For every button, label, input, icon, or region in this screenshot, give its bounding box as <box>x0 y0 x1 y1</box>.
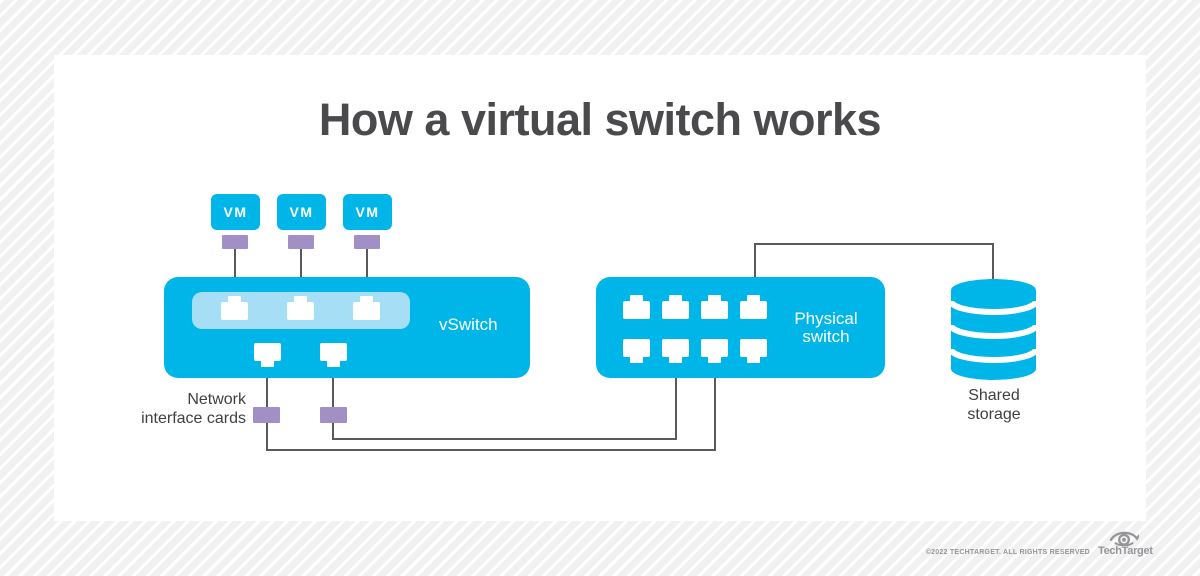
port-down-icon <box>740 339 767 363</box>
techtarget-logo: TechTarget <box>1098 529 1153 557</box>
port-up-icon <box>662 295 689 319</box>
port-up-icon <box>287 296 314 320</box>
port-down-icon <box>701 339 728 363</box>
shared-storage-icon <box>951 279 1036 380</box>
wire-vswitch-to-nic1 <box>266 378 268 407</box>
footer-copyright: ©2022 TECHTARGET. ALL RIGHTS RESERVED <box>925 549 1090 556</box>
vswitch-label: vSwitch <box>439 315 498 334</box>
storage-label-line2: storage <box>967 406 1021 423</box>
wire-pswitch-riser-left <box>675 378 677 440</box>
physical-switch-label: Physical switch <box>794 310 857 346</box>
techtarget-eye-icon <box>1109 531 1139 546</box>
nic-label: Network interface cards <box>116 390 246 428</box>
port-up-icon <box>221 296 248 320</box>
nic-card <box>253 407 280 423</box>
wire-to-storage-horizontal <box>754 243 994 245</box>
physical-switch-label-line2: switch <box>802 327 850 346</box>
vm-vnic-connector <box>288 235 314 249</box>
vm-vnic-connector <box>354 235 380 249</box>
physical-switch-box <box>596 277 885 378</box>
vm-box: VM <box>343 194 392 230</box>
vm-label: VM <box>223 204 248 220</box>
storage-label-line1: Shared <box>968 387 1020 404</box>
port-up-icon <box>623 295 650 319</box>
wire-vm2-to-vswitch <box>300 249 302 277</box>
nic-card <box>320 407 347 423</box>
port-down-icon <box>662 339 689 363</box>
wire-pswitch-up <box>754 243 756 277</box>
storage-label: Shared storage <box>967 386 1020 424</box>
vm-box: VM <box>277 194 326 230</box>
wire-pswitch-riser-right <box>714 378 716 451</box>
vm-label: VM <box>289 204 314 220</box>
port-up-icon <box>353 296 380 320</box>
vm-label: VM <box>355 204 380 220</box>
wire-nic1-horizontal <box>266 449 716 451</box>
port-down-icon <box>623 339 650 363</box>
wire-vswitch-to-nic2 <box>332 378 334 407</box>
vm-vnic-connector <box>222 235 248 249</box>
wire-storage-drop <box>992 243 994 280</box>
port-down-icon <box>320 343 347 367</box>
wire-vm1-to-vswitch <box>234 249 236 277</box>
techtarget-wordmark: TechTarget <box>1098 545 1153 557</box>
wire-nic2-horizontal <box>332 438 677 440</box>
vm-box: VM <box>211 194 260 230</box>
wire-nic2-drop <box>332 423 334 440</box>
port-up-icon <box>701 295 728 319</box>
port-up-icon <box>740 295 767 319</box>
physical-switch-label-line1: Physical <box>794 309 858 328</box>
nic-label-line1: Network <box>187 391 246 408</box>
nic-label-line2: interface cards <box>141 410 246 427</box>
wire-vm3-to-vswitch <box>366 249 368 277</box>
wire-nic1-drop <box>266 423 268 451</box>
port-down-icon <box>254 343 281 367</box>
page-title: How a virtual switch works <box>318 94 882 145</box>
